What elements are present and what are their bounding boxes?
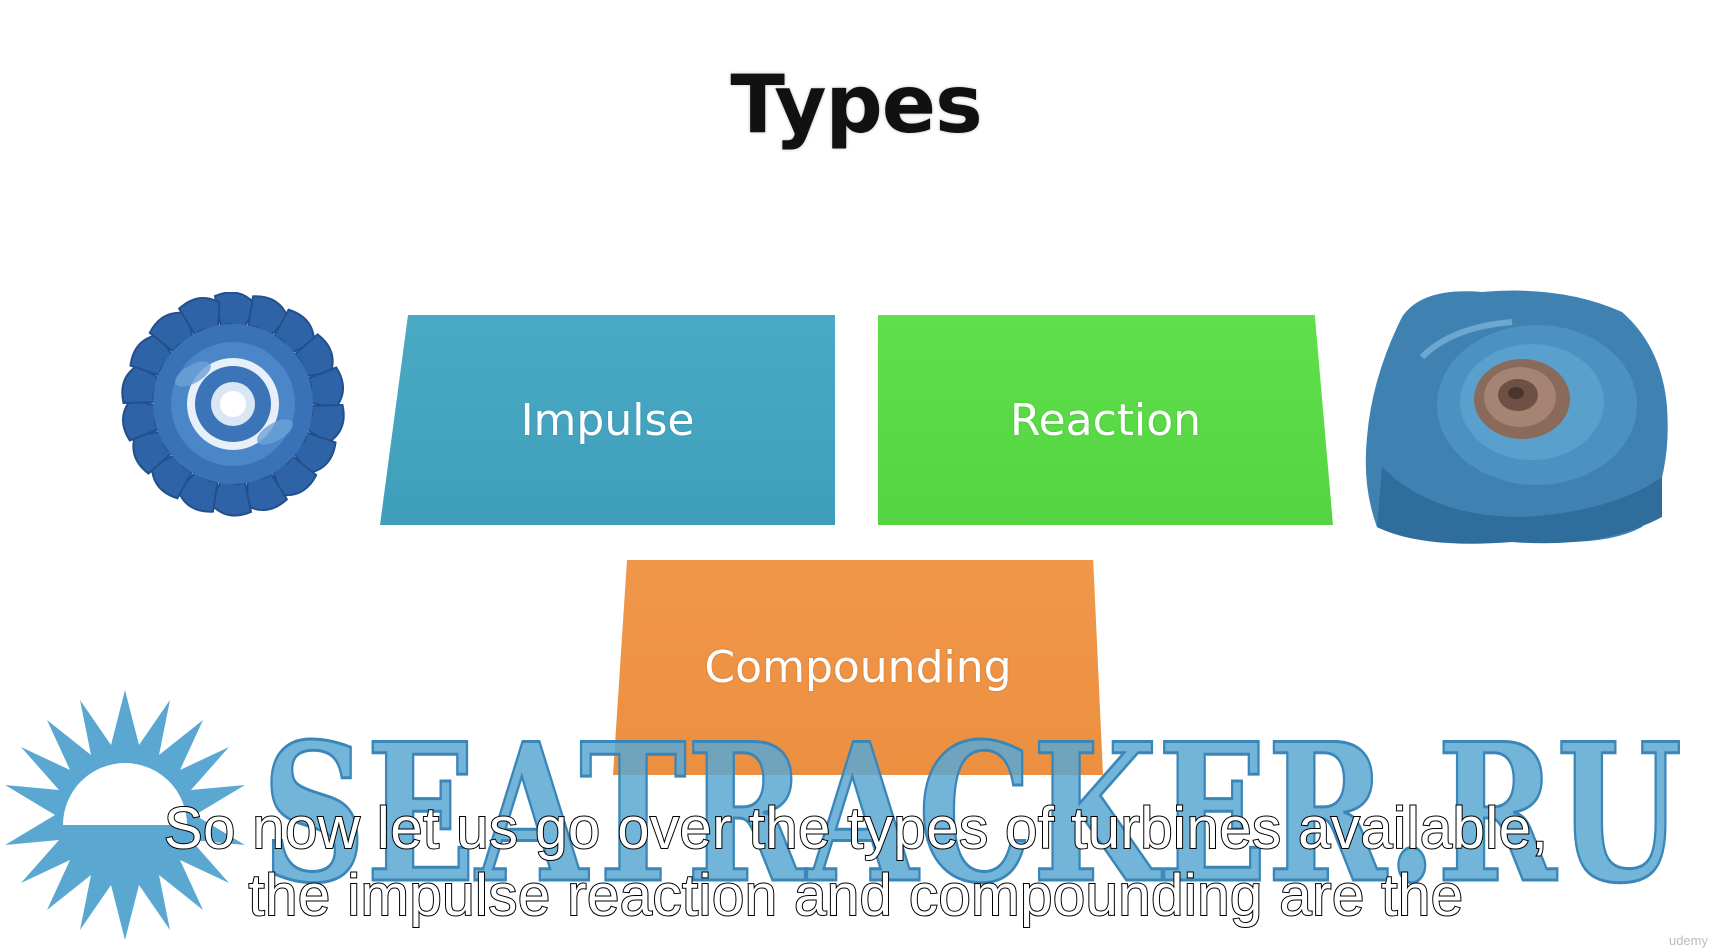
corner-logo: udemy <box>1668 933 1708 948</box>
reaction-box: Reaction <box>878 315 1333 525</box>
slide-title: Types <box>730 58 982 151</box>
impulse-box: Impulse <box>380 315 835 525</box>
compounding-label: Compounding <box>704 642 1012 693</box>
watermark: SEATRACKER.RU <box>5 690 1684 940</box>
watermark-text: SEATRACKER.RU <box>262 702 1682 925</box>
sun-burst-icon <box>5 690 245 940</box>
francis-turbine-image <box>1365 290 1668 544</box>
subtitle-line-1: So now let us go over the types of turbi… <box>163 795 1549 862</box>
reaction-label: Reaction <box>1009 394 1202 446</box>
compounding-box: Compounding <box>613 560 1103 775</box>
subtitle-line-2: the impulse reaction and compounding are… <box>248 862 1465 929</box>
impulse-label: Impulse <box>520 394 695 446</box>
pelton-wheel-image <box>121 292 345 517</box>
